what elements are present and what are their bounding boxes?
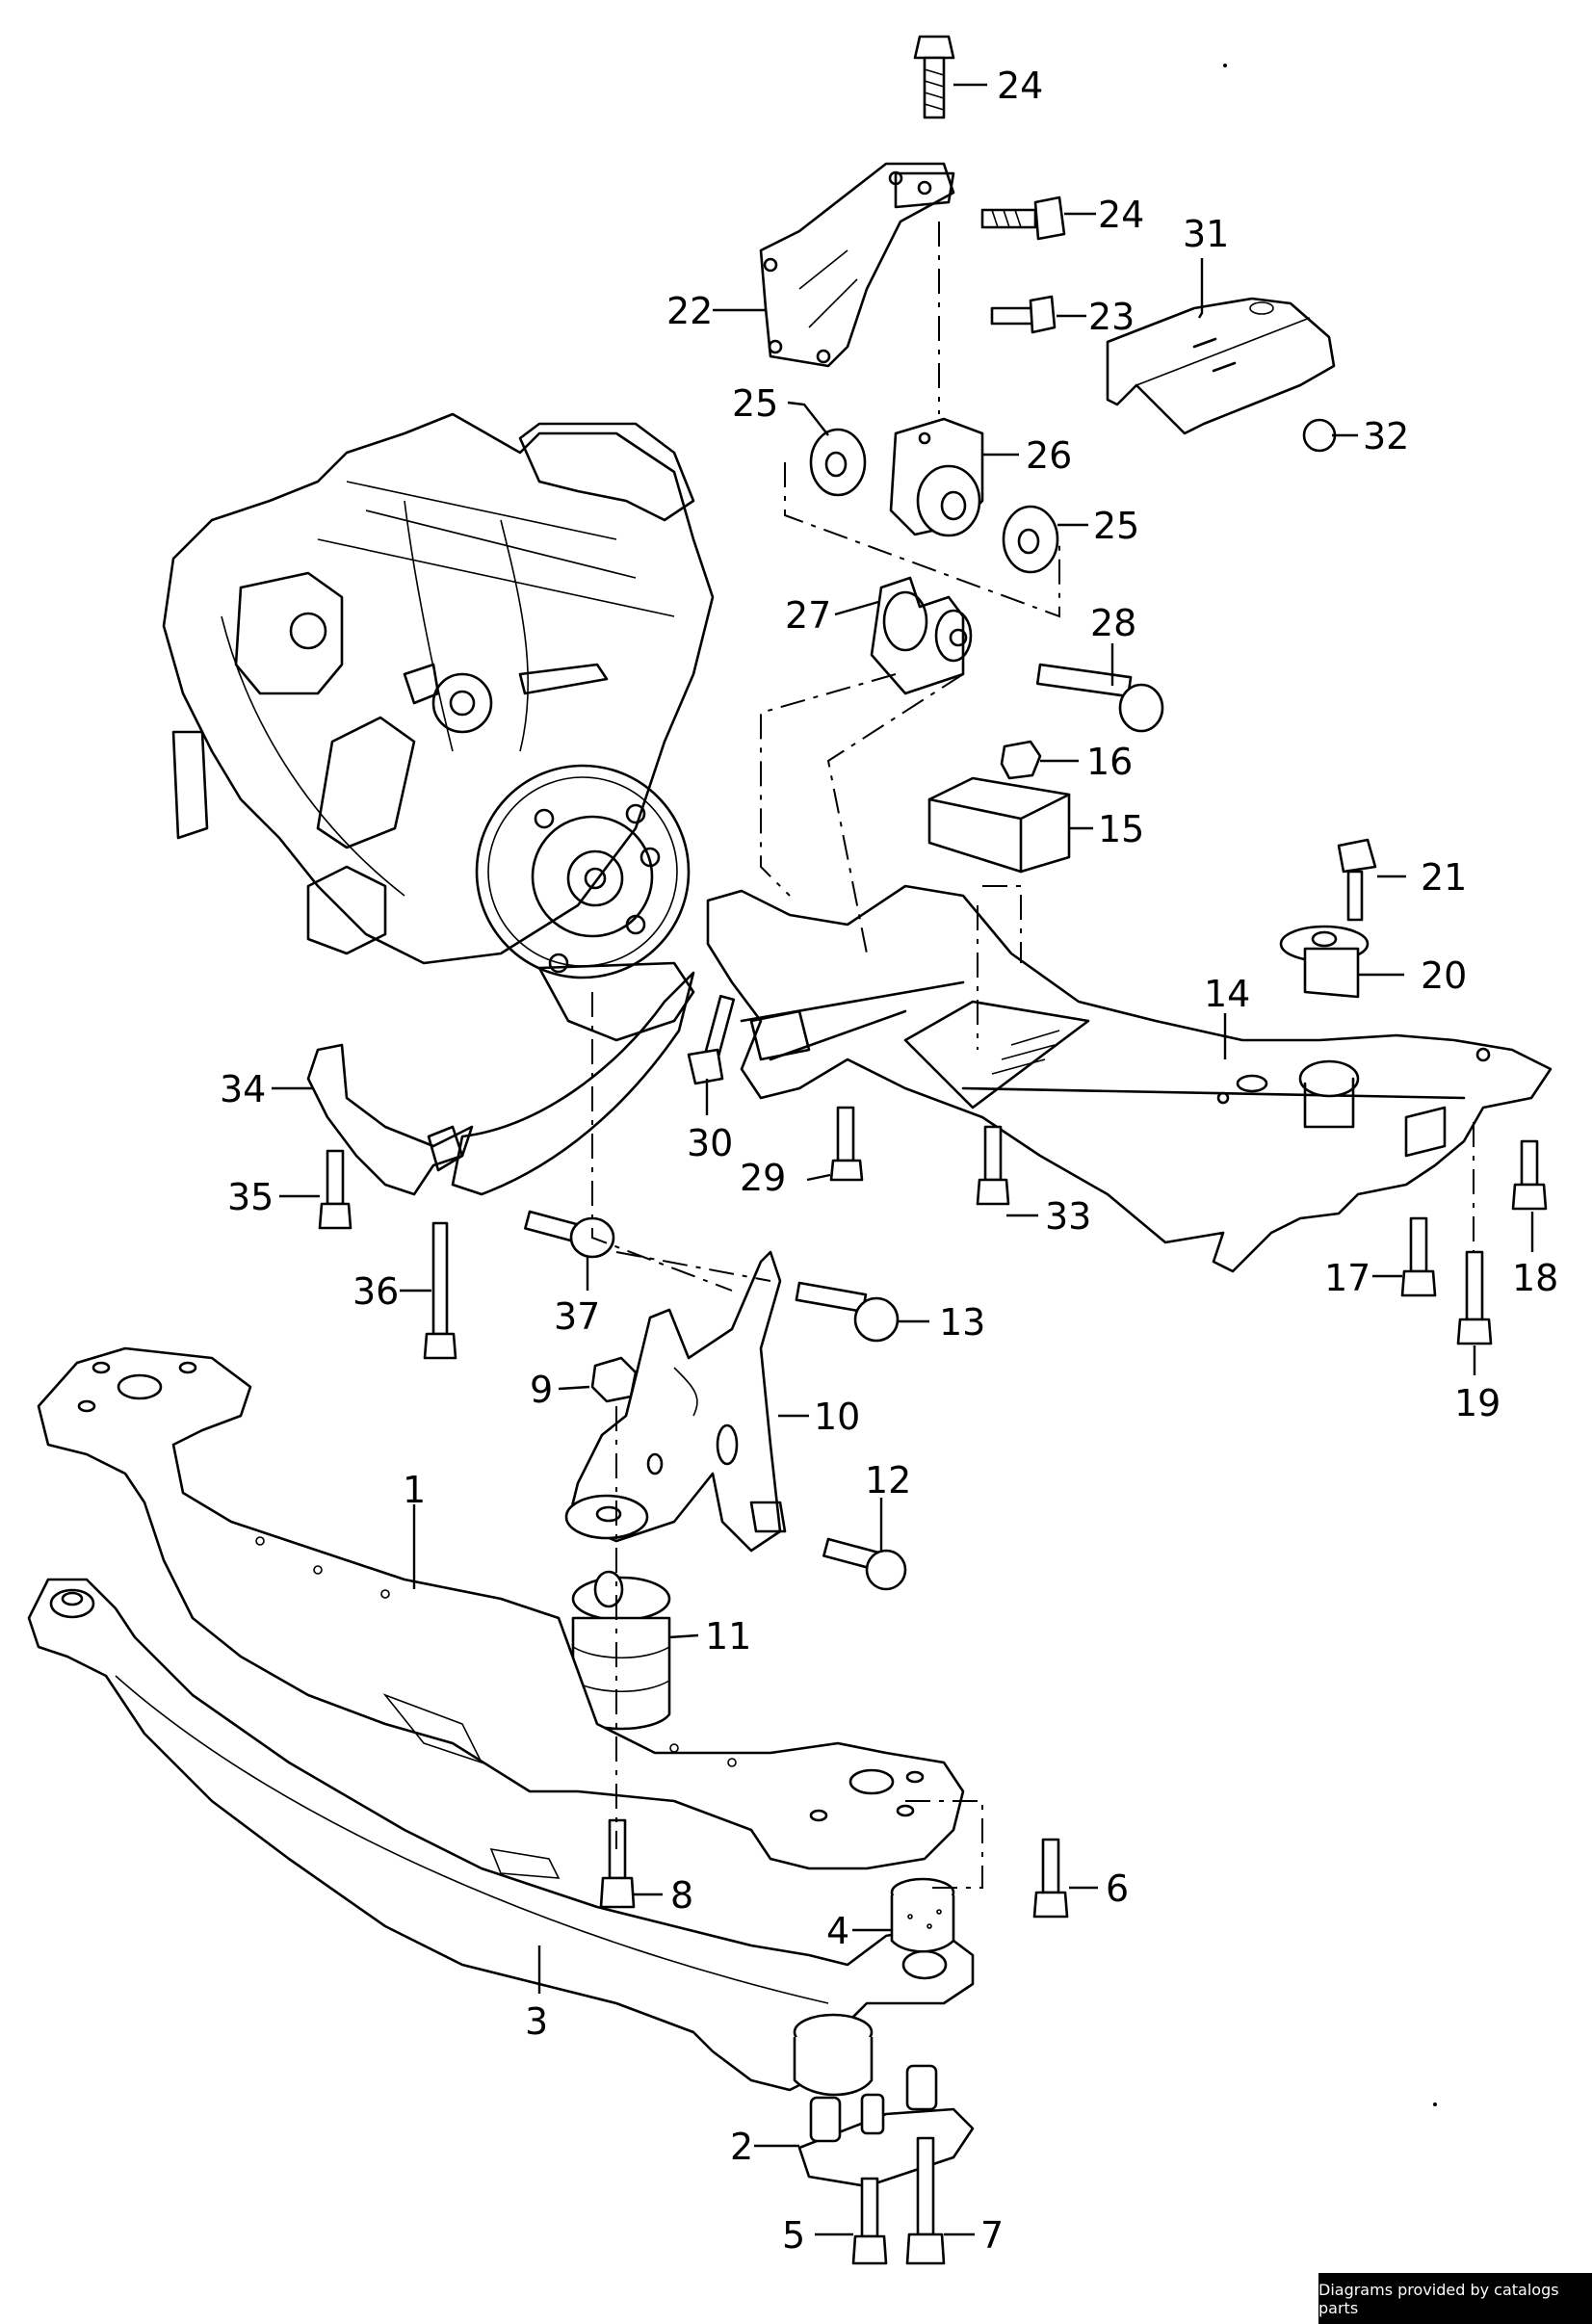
rubber-block-15 bbox=[927, 776, 1071, 874]
callout-labels: 24 24 23 22 31 32 25 26 25 27 28 16 15 2… bbox=[220, 65, 1558, 2257]
callout-14: 14 bbox=[1204, 973, 1250, 1015]
washer-25-left bbox=[809, 428, 867, 497]
bolt-19 bbox=[1456, 1250, 1493, 1345]
callout-35: 35 bbox=[227, 1176, 274, 1218]
bolt-13 bbox=[795, 1281, 900, 1343]
rubber-mount-26 bbox=[889, 417, 984, 537]
bolt-21 bbox=[1337, 838, 1377, 922]
callout-21: 21 bbox=[1421, 856, 1467, 899]
callout-20: 20 bbox=[1421, 954, 1467, 997]
bolt-5 bbox=[851, 2177, 888, 2265]
callout-23: 23 bbox=[1088, 296, 1135, 338]
attribution-footer: Diagrams provided by catalogs parts bbox=[1318, 2273, 1592, 2324]
callout-27: 27 bbox=[785, 594, 831, 637]
callout-36: 36 bbox=[352, 1270, 399, 1313]
bolt-23 bbox=[990, 295, 1057, 334]
rubber-mount-11 bbox=[571, 1570, 671, 1731]
bolt-29 bbox=[829, 1106, 864, 1182]
callout-31: 31 bbox=[1183, 213, 1229, 255]
nut-16 bbox=[1000, 740, 1042, 780]
callout-9: 9 bbox=[530, 1369, 553, 1411]
rubber-mount-4 bbox=[890, 1877, 955, 1953]
callout-25: 25 bbox=[1093, 505, 1139, 547]
callout-7: 7 bbox=[980, 2214, 1004, 2257]
callout-15: 15 bbox=[1098, 808, 1144, 850]
engine-assembly bbox=[162, 412, 715, 1042]
leader-lines bbox=[272, 83, 1534, 2236]
callout-32: 32 bbox=[1363, 415, 1409, 457]
bolt-24-right bbox=[980, 196, 1066, 241]
callout-1: 1 bbox=[403, 1469, 426, 1511]
callout-18: 18 bbox=[1512, 1257, 1558, 1299]
callout-13: 13 bbox=[939, 1301, 985, 1344]
bolt-24-top bbox=[913, 35, 955, 119]
callout-28: 28 bbox=[1090, 602, 1136, 644]
stray-dot bbox=[1433, 2102, 1437, 2106]
transmission-support-bracket bbox=[306, 971, 695, 1196]
stray-dot bbox=[1223, 64, 1227, 67]
callout-30: 30 bbox=[687, 1122, 733, 1164]
callout-4: 4 bbox=[826, 1910, 849, 1952]
callout-29: 29 bbox=[740, 1157, 786, 1199]
callout-25: 25 bbox=[732, 382, 778, 425]
nut-32 bbox=[1302, 418, 1337, 453]
bolt-33 bbox=[976, 1125, 1010, 1206]
callout-24: 24 bbox=[1098, 194, 1144, 236]
bolt-37 bbox=[524, 1210, 615, 1259]
callout-10: 10 bbox=[814, 1396, 860, 1438]
bolt-28 bbox=[1035, 663, 1164, 733]
bolt-17 bbox=[1400, 1216, 1437, 1297]
heat-shield bbox=[1106, 297, 1336, 435]
crossmember-3 bbox=[27, 1578, 975, 2092]
washer-25-right bbox=[1002, 505, 1059, 574]
bolt-18 bbox=[1511, 1139, 1548, 1211]
callout-37: 37 bbox=[554, 1295, 600, 1338]
subframe-14 bbox=[706, 884, 1553, 1273]
callout-3: 3 bbox=[525, 2000, 548, 2043]
engine-mount-bracket bbox=[759, 162, 955, 368]
callout-24: 24 bbox=[997, 65, 1043, 107]
callout-17: 17 bbox=[1324, 1257, 1370, 1299]
bolt-35 bbox=[318, 1149, 352, 1230]
callout-11: 11 bbox=[705, 1615, 751, 1658]
rubber-mount-20 bbox=[1279, 925, 1370, 999]
bolt-7 bbox=[905, 2136, 946, 2265]
callout-26: 26 bbox=[1026, 434, 1072, 477]
bracket-10 bbox=[564, 1250, 787, 1553]
callout-8: 8 bbox=[670, 1874, 693, 1917]
callout-34: 34 bbox=[220, 1068, 266, 1110]
callout-33: 33 bbox=[1045, 1195, 1091, 1238]
callout-6: 6 bbox=[1106, 1867, 1129, 1910]
nut-9 bbox=[590, 1356, 638, 1403]
assembly-lines bbox=[591, 222, 1475, 1889]
bolt-6 bbox=[1032, 1838, 1069, 1919]
mount-bracket-2 bbox=[793, 2013, 975, 2188]
callout-22: 22 bbox=[666, 290, 713, 332]
bolt-30 bbox=[687, 994, 736, 1085]
callout-16: 16 bbox=[1086, 741, 1133, 783]
crossmember-1 bbox=[37, 1346, 965, 1870]
callout-19: 19 bbox=[1454, 1382, 1501, 1424]
bolt-36 bbox=[423, 1221, 457, 1360]
bolt-12 bbox=[822, 1537, 907, 1591]
callout-2: 2 bbox=[730, 2126, 753, 2168]
callout-5: 5 bbox=[782, 2214, 805, 2257]
callout-12: 12 bbox=[865, 1459, 911, 1501]
bracket-27 bbox=[870, 576, 973, 695]
